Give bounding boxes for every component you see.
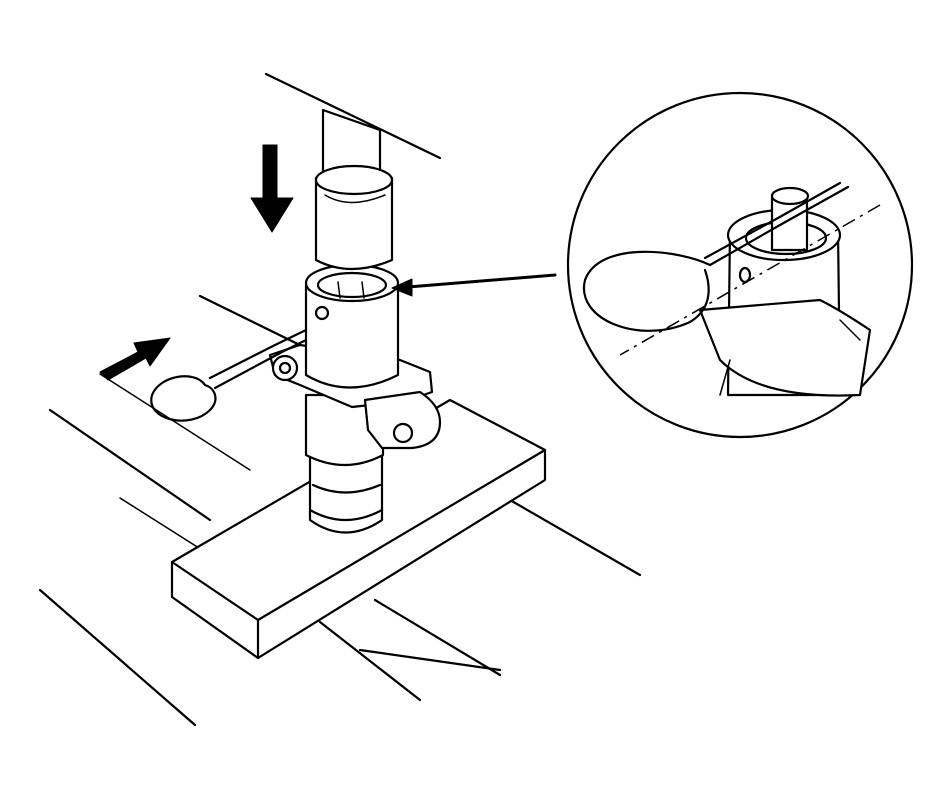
detail-circle: [566, 91, 914, 439]
lock-pin: [150, 328, 308, 422]
down-arrow-icon: [250, 144, 294, 233]
vehicle-body-edge: [264, 72, 442, 160]
jack-lower-tube: [308, 453, 384, 534]
floor-lines: [38, 294, 642, 727]
left-arrow-icon: [391, 273, 557, 297]
jack-collar: [304, 263, 400, 389]
diagonal-arrow-icon: [99, 337, 171, 381]
jack-handle: [314, 108, 394, 271]
